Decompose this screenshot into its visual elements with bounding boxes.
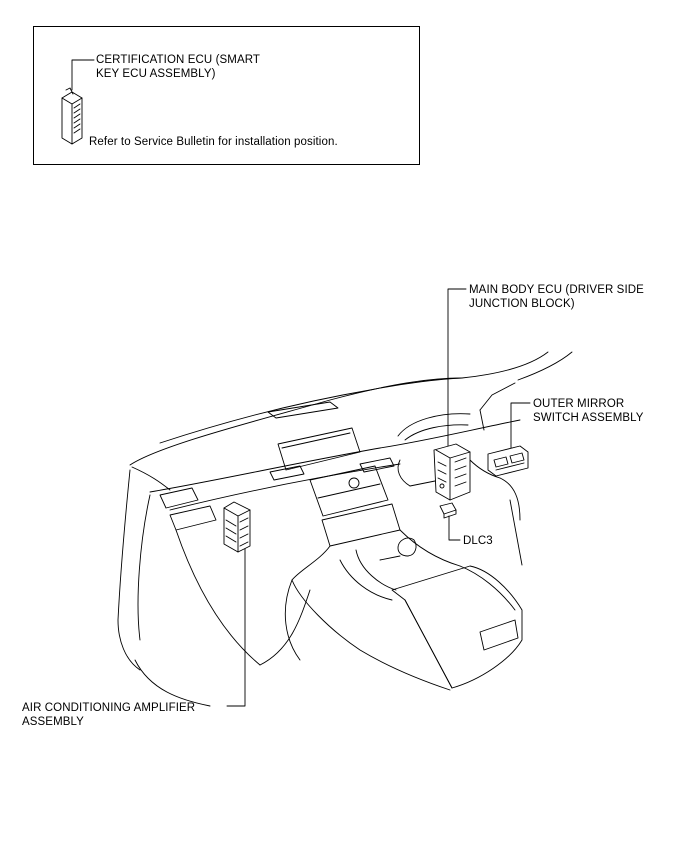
- cert-ecu-leader: [71, 59, 95, 91]
- diagnostic-connector-icon: [439, 502, 457, 519]
- outer-mirror-label-line2: SWITCH ASSEMBLY: [533, 412, 644, 424]
- mirror-switch-icon: [487, 445, 529, 477]
- main-body-ecu-label-line1: MAIN BODY ECU (DRIVER SIDE: [469, 284, 644, 296]
- dashboard-outline: [117, 351, 573, 707]
- inset-panel: [33, 26, 420, 165]
- outer-mirror-leader: [510, 402, 531, 449]
- ac-amplifier-leader: [226, 539, 246, 707]
- cert-ecu-label-line1: CERTIFICATION ECU (SMART: [96, 54, 261, 66]
- ecu-module-icon: [61, 87, 83, 145]
- cert-ecu-label-line2: KEY ECU ASSEMBLY): [96, 68, 216, 80]
- dlc3-leader: [448, 515, 461, 541]
- outer-mirror-label-line1: OUTER MIRROR: [533, 398, 625, 410]
- ac-amplifier-label-line2: ASSEMBLY: [22, 716, 84, 728]
- amplifier-module-icon: [223, 501, 251, 553]
- main-body-ecu-label-line2: JUNCTION BLOCK): [469, 298, 575, 310]
- ac-amplifier-label-line1: AIR CONDITIONING AMPLIFIER: [22, 702, 196, 714]
- main-body-ecu-leader: [447, 288, 467, 456]
- junction-block-icon: [433, 443, 471, 501]
- dlc3-label: DLC3: [463, 535, 493, 547]
- inset-note: Refer to Service Bulletin for installati…: [89, 136, 338, 148]
